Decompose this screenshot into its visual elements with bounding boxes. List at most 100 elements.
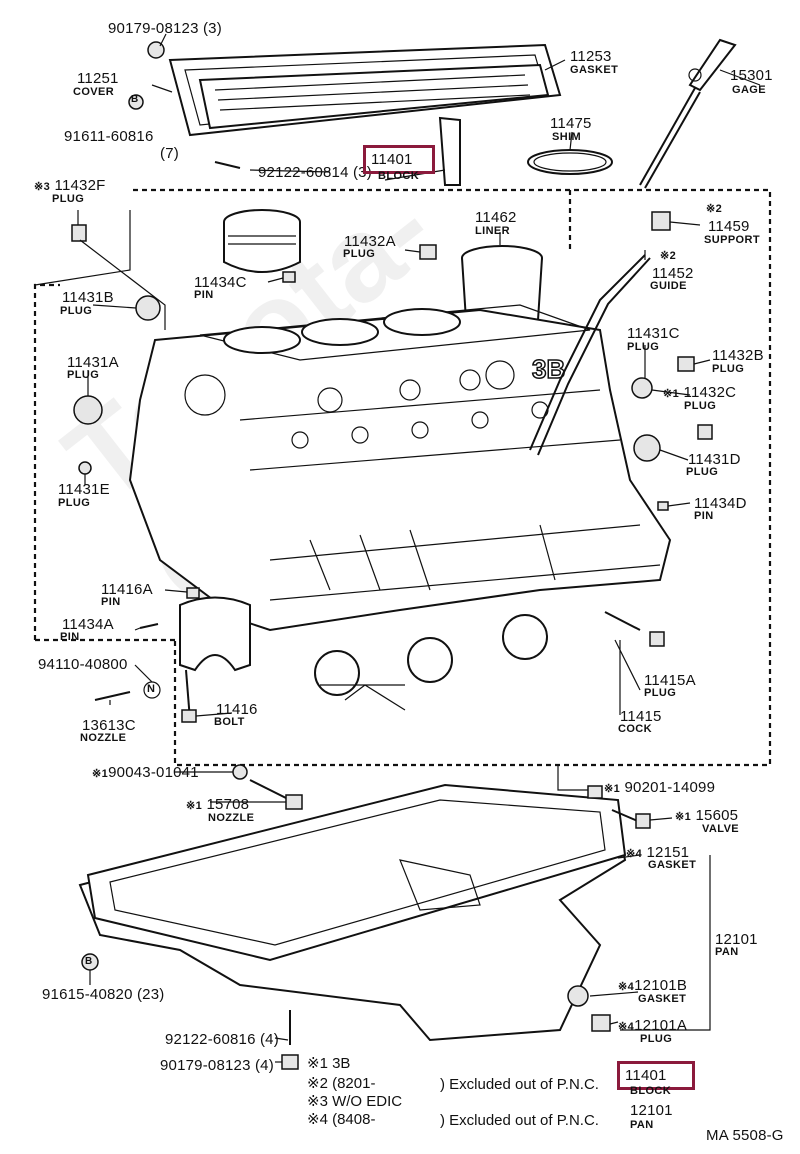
part-name-15708: NOZZLE [208,812,255,824]
part-label-91615: 91615-40820 (23) [42,986,165,1003]
part-label-11415: 11415 [620,708,662,725]
part-name-11432C: PLUG [684,400,717,412]
part-name-11432F: PLUG [52,193,85,205]
block-tube-drawing [438,116,461,186]
part-name-11434D: PIN [694,510,714,522]
part-qty-91611: (7) [160,145,179,162]
part-label-92122-bottom: 92122-60816 (4) [165,1031,279,1048]
note-1-mark: ※1 [307,1055,328,1072]
excluded-note-2-name: PAN [630,1119,654,1131]
part-name-11415A: PLUG [644,687,677,699]
part-name-11431D: PLUG [686,466,719,478]
excluded-note-1-number: 11401 [625,1067,667,1084]
part-label-90043: ※190043-01041 [92,765,199,780]
excluded-note-1-text: ) Excluded out of P.N.C. [440,1076,599,1093]
bolt-callout-letter: B [131,94,139,105]
part-name-12151: GASKET [648,859,697,871]
part-name-11475: SHIM [552,131,582,143]
part-label-90179-bottom: 90179-08123 (4) [160,1057,274,1074]
part-number-12151: 12151 [646,844,690,861]
note-mark-12101A: ※4 [618,1021,635,1033]
part-name-11251: COVER [73,86,115,98]
part-label-94110: 94110-40800 [38,656,128,673]
note-mark-12151: ※4 [626,848,643,860]
note-4: ※4 (8408- [307,1112,375,1127]
part-label-11434A: 11434A [62,616,114,633]
part-number-12101B: 12101B [634,977,688,994]
part-name-11431E: PLUG [58,497,91,509]
part-label-15301: 15301 [730,67,773,84]
note-3-text: W/O EDIC [332,1093,403,1110]
part-label-11415A: 11415A [644,672,696,689]
part-name-11431C: PLUG [627,341,660,353]
part-label-11431A: 11431A [67,354,119,371]
part-name-11432A: PLUG [343,248,376,260]
part-label-91611: 91611-60816 [64,128,154,145]
part-name-11431A: PLUG [67,369,100,381]
part-label-15708: ※1 15708 [186,797,249,812]
part-label-12101: 12101 [715,931,758,948]
part-name-11462: LINER [475,225,510,237]
note-3-mark: ※3 [307,1093,328,1110]
part-name-11452: GUIDE [650,280,687,292]
side-cover-drawing [128,41,562,137]
part-number-15708: 15708 [206,796,250,813]
part-label-11462: 11462 [475,209,517,226]
part-name-11416: BOLT [214,716,245,728]
excluded-note-1-name: BLOCK [630,1085,672,1097]
part-label-11253: 11253 [570,48,612,65]
part-name-11459: SUPPORT [704,234,760,246]
part-label-11432F: ※3 11432F [34,178,105,193]
block-marking: 3B [532,354,565,384]
excluded-note-2-number: 12101 [630,1102,673,1119]
piston-drawing [223,209,301,273]
part-name-12101B: GASKET [638,993,687,1005]
part-number-15605: 15605 [695,807,739,824]
note-mark-11459: ※2 [706,203,723,215]
part-name-11434C: PIN [194,289,214,301]
excluded-note-1-part[interactable]: 11401 [617,1061,695,1090]
part-label-12101A: ※412101A [618,1018,687,1033]
note-mark-90201: ※1 [604,783,621,795]
excluded-note-2-text: ) Excluded out of P.N.C. [440,1112,599,1129]
guide-tube-drawing [529,254,646,451]
part-name-11401-top: BLOCK [378,170,420,182]
part-number-90043: 90043-01041 [108,764,199,781]
note-2: ※2 (8201- [307,1076,375,1091]
note-mark-11432F: ※3 [34,181,51,193]
part-label-11431E: 11431E [58,481,110,498]
pan-bolt-callout-letter: B [85,956,93,967]
part-number-12101A: 12101A [634,1017,688,1034]
note-1-text: 3B [332,1055,351,1072]
note-mark-12101B: ※4 [618,981,635,993]
part-number-11432C: 11432C [683,384,737,401]
note-2-mark: ※2 [307,1075,328,1092]
part-label-11475: 11475 [550,115,592,132]
block-group-outline [133,188,772,767]
part-name-11416A: PIN [101,596,121,608]
part-number-11401-top: 11401 [371,151,413,168]
note-1: ※1 3B [307,1056,350,1071]
oil-pan-drawing [78,783,627,1042]
part-label-11401-top[interactable]: 11401 [363,145,435,174]
note-2-text: (8201- [332,1075,376,1092]
note-mark-11432C: ※1 [663,388,680,400]
nozzle-callout-letter: N [147,683,155,695]
part-label-11432A: 11432A [344,233,396,250]
part-name-11431B: PLUG [60,305,93,317]
part-label-11432C: ※1 11432C [663,385,736,400]
part-number-90201: 90201-14099 [624,779,716,796]
bearing-cap-drawing [179,596,251,672]
part-label-11416A: 11416A [101,581,153,598]
part-label-92122-top: 92122-60814 (3) [258,164,372,181]
part-label-11251: 11251 [77,70,119,87]
note-3: ※3 W/O EDIC [307,1094,402,1109]
part-label-13613C: 13613C [82,717,136,734]
note-mark-15708: ※1 [186,800,203,812]
part-name-13613C: NOZZLE [80,732,127,744]
bearings-drawing [314,614,548,701]
part-label-11452: 11452 [652,265,694,282]
part-label-11434D: 11434D [694,495,747,512]
